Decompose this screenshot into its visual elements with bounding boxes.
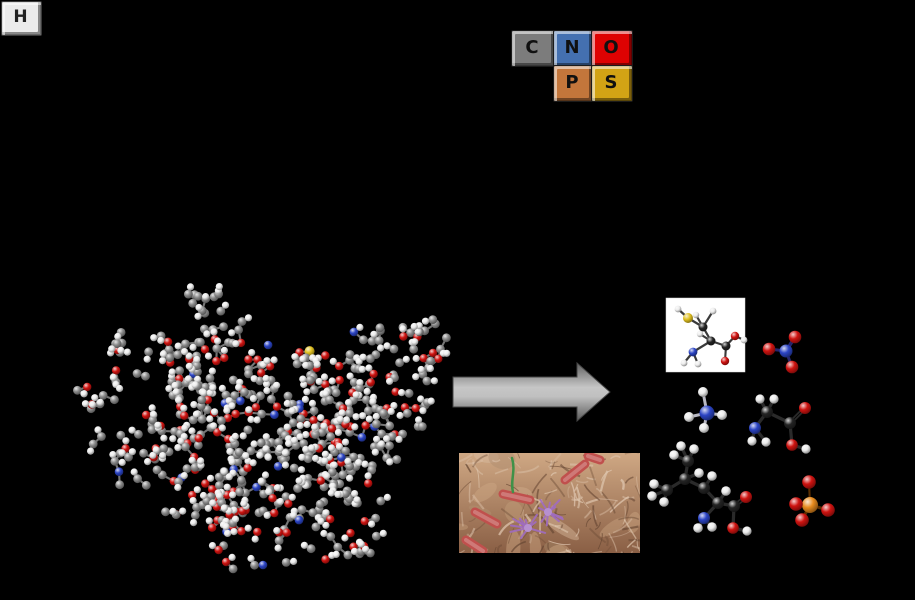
element-symbol: O — [603, 36, 619, 58]
element-symbol: P — [565, 71, 579, 93]
element-symbol: S — [604, 71, 618, 93]
element-tile-hydrogen: H — [1, 1, 42, 36]
cysteine-molecule — [665, 297, 748, 373]
element-tile-nitrogen: N — [553, 30, 593, 67]
element-tile-oxygen: O — [591, 30, 633, 67]
leucine-molecule — [647, 441, 752, 536]
ammonium-ion — [684, 387, 727, 433]
element-symbol: H — [13, 7, 28, 27]
soil-microbes-micrograph — [459, 453, 640, 553]
element-tile-phosphorus: P — [553, 65, 593, 102]
element-symbol: C — [525, 36, 539, 58]
element-tile-carbon: C — [511, 30, 555, 67]
phosphate-ion — [789, 475, 835, 527]
right-arrow-icon — [452, 361, 611, 423]
nitrate-ion — [762, 330, 802, 374]
element-symbol: N — [564, 36, 580, 58]
element-tile-sulfur: S — [591, 65, 633, 102]
glycine-molecule — [747, 394, 811, 454]
